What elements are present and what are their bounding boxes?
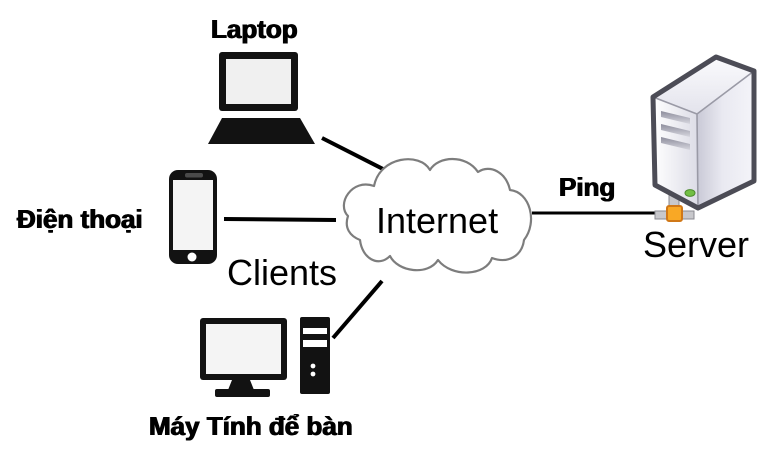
internet-label: Internet — [376, 200, 499, 241]
tower-drive-slot-1 — [303, 328, 327, 334]
cloud-icon — [342, 158, 533, 274]
phone-home-button — [187, 252, 197, 262]
network-connector — [654, 193, 695, 222]
clients-label: Clients — [227, 252, 338, 293]
laptop-label: Laptop — [211, 14, 298, 44]
server-tower-icon — [650, 54, 757, 222]
phone-label: Điện thoại — [17, 204, 143, 234]
server-outline — [650, 54, 757, 211]
monitor-stand-neck — [228, 380, 254, 390]
server-power-led — [684, 189, 696, 197]
laptop-icon — [208, 52, 315, 144]
monitor-stand-base — [215, 389, 270, 397]
desktop-computer-icon — [200, 317, 330, 397]
desktop-internet-line — [331, 279, 384, 340]
laptop-internet-line — [321, 136, 386, 172]
tower-led-2 — [310, 371, 316, 377]
phone-speaker — [185, 173, 203, 178]
smartphone-icon — [169, 170, 217, 264]
phone-internet-line — [223, 217, 337, 222]
desktop-label: Máy Tính để bàn — [149, 411, 353, 441]
tower-case — [300, 317, 330, 394]
server-label: Server — [643, 224, 750, 265]
laptop-screen — [226, 59, 291, 104]
server-top-face — [653, 57, 754, 114]
server-vents — [661, 111, 690, 150]
phone-screen — [173, 180, 213, 250]
server-side-face — [697, 71, 754, 208]
tower-led-1 — [310, 363, 316, 369]
ping-label: Ping — [559, 172, 616, 202]
tower-drive-slot-2 — [303, 340, 327, 347]
laptop-keyboard-base — [208, 118, 315, 144]
monitor-screen — [206, 324, 281, 374]
server-front-face — [653, 97, 698, 208]
server-inner-edges — [652, 70, 755, 209]
